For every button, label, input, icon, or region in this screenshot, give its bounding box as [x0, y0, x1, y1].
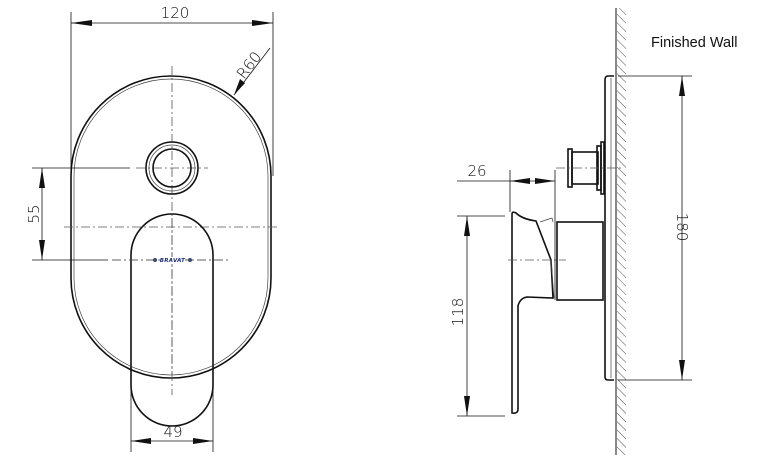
side-view: 26 118 180 Finished Wall: [449, 8, 738, 455]
brand-logo: BRAVAT: [153, 257, 192, 264]
dimension-label-lever-width: 49: [163, 423, 182, 441]
dimension-height-180: 180: [618, 75, 692, 381]
lever-side-profile: [511, 211, 554, 414]
diverter-knob: [145, 141, 199, 195]
cover-plate-inner-edge: [73, 78, 269, 376]
cover-plate-side: [604, 75, 614, 381]
dimension-vertical-55: 55: [25, 167, 130, 261]
dimension-label-lever-projection: 26: [467, 162, 486, 180]
dimension-label-width: 120: [161, 4, 190, 22]
dimension-height-118: 118: [449, 215, 505, 417]
dimension-label-lever-height: 118: [449, 298, 467, 327]
dimension-projection-26: 26: [457, 162, 556, 300]
dimension-label-spindle-offset: 55: [25, 204, 43, 223]
finished-wall-label: Finished Wall: [651, 35, 738, 51]
front-view: BRAVAT 120 R60 55: [25, 4, 280, 452]
dimension-width-120: 120: [70, 4, 274, 176]
cover-plate-outline: [70, 75, 272, 379]
valve-body-side: [556, 221, 604, 301]
dimension-label-radius: R60: [233, 48, 265, 82]
dimension-radius-r60: R60: [233, 47, 271, 96]
dimension-width-49: 49: [130, 385, 214, 452]
wall-hatch: [617, 8, 626, 455]
dimension-label-plate-height: 180: [673, 213, 691, 242]
brand-logo-text: BRAVAT: [160, 258, 186, 264]
